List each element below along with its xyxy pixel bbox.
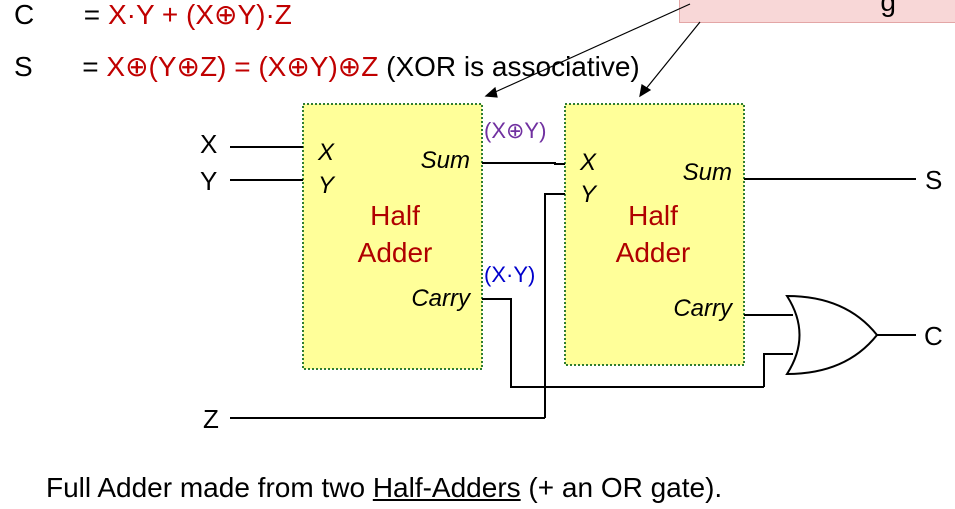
ha1-carry-port: Carry <box>411 285 472 312</box>
callout-text: g <box>880 0 896 17</box>
ha2-title-line1: Half <box>628 200 678 231</box>
input-y-label: Y <box>200 166 217 196</box>
carry-lhs: C <box>14 0 35 30</box>
output-c-label: C <box>924 321 943 351</box>
sum-equation: S = X⊕(Y⊕Z) = (X⊕Y)⊕Z (XOR is associativ… <box>14 50 640 83</box>
ha1-sum-port: Sum <box>421 147 470 174</box>
carry-equation: C = X·Y + (X⊕Y)·Z <box>14 0 292 31</box>
carry-rhs: X·Y + (X⊕Y)·Z <box>107 0 292 30</box>
xor-wire-label: (X⊕Y) <box>484 118 546 143</box>
caption-suffix: (+ an OR gate). <box>520 472 723 503</box>
ha1-title-line2: Adder <box>358 237 433 268</box>
wires <box>230 146 916 419</box>
half-adder-2-box <box>564 103 745 366</box>
sum-equals: = <box>82 51 99 82</box>
input-x-label: X <box>200 129 217 159</box>
ha2-x-port: X <box>579 149 597 176</box>
ha2-y-port: Y <box>580 181 598 208</box>
caption-link: Half-Adders <box>372 472 521 503</box>
callout-box: g <box>679 0 955 23</box>
ha1-y-port: Y <box>318 172 336 199</box>
and-wire-label: (X·Y) <box>484 262 535 287</box>
sum-rhs: X⊕(Y⊕Z) = (X⊕Y)⊕Z <box>106 51 379 82</box>
ha2-title-line2: Adder <box>616 237 691 268</box>
carry-equals: = <box>83 0 101 30</box>
ha2-carry-port: Carry <box>673 295 734 322</box>
callout-arrows <box>484 3 701 98</box>
or-gate <box>785 294 879 376</box>
ha2-sum-port: Sum <box>683 159 732 186</box>
xor-note: (XOR is associative) <box>386 51 640 82</box>
output-s-label: S <box>925 165 942 195</box>
sum-lhs: S <box>14 51 33 82</box>
ha1-title-line1: Half <box>370 200 420 231</box>
ha1-x-port: X <box>317 139 335 166</box>
input-z-label: Z <box>203 404 219 434</box>
caption: Full Adder made from two Half-Adders (+ … <box>46 472 722 504</box>
half-adder-1-box <box>302 103 483 370</box>
caption-prefix: Full Adder made from two <box>46 472 373 503</box>
